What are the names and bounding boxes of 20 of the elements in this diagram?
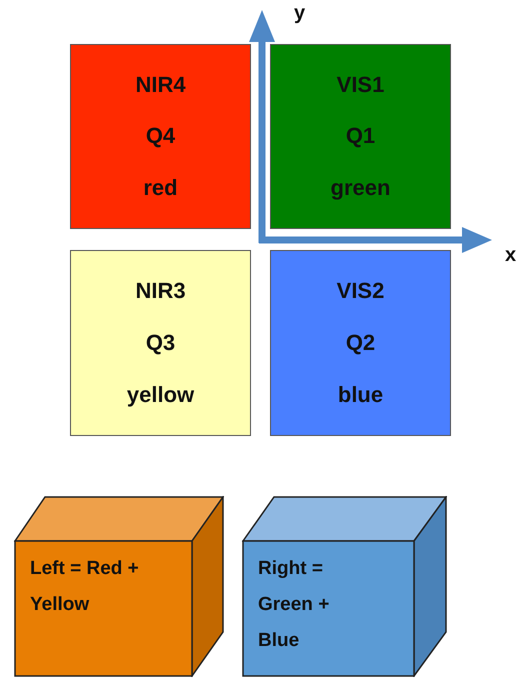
- quadrant-label: Q3: [146, 330, 176, 356]
- cube-label: Right = Green + Blue: [258, 557, 330, 653]
- color-label: green: [330, 175, 390, 202]
- cube-label: Left = Red + Yellow: [30, 557, 140, 617]
- quadrant-label: Q4: [146, 123, 176, 150]
- color-label: blue: [338, 382, 384, 408]
- quadrant-box: [70, 44, 251, 229]
- band-label: VIS2: [336, 278, 384, 304]
- band-label: NIR4: [135, 72, 186, 98]
- band-label: NIR3: [135, 278, 186, 304]
- quadrant-label: Q1: [346, 123, 376, 150]
- axis-label: y: [294, 2, 306, 25]
- band-label: VIS1: [336, 72, 384, 98]
- color-label: red: [143, 175, 178, 202]
- quadrant-box: [270, 250, 451, 436]
- quadrant-label: Q2: [346, 330, 376, 356]
- axis-label: x: [505, 244, 516, 267]
- color-label: yellow: [126, 382, 194, 408]
- quadrant-box: [270, 44, 451, 229]
- quadrant-box: [70, 250, 251, 436]
